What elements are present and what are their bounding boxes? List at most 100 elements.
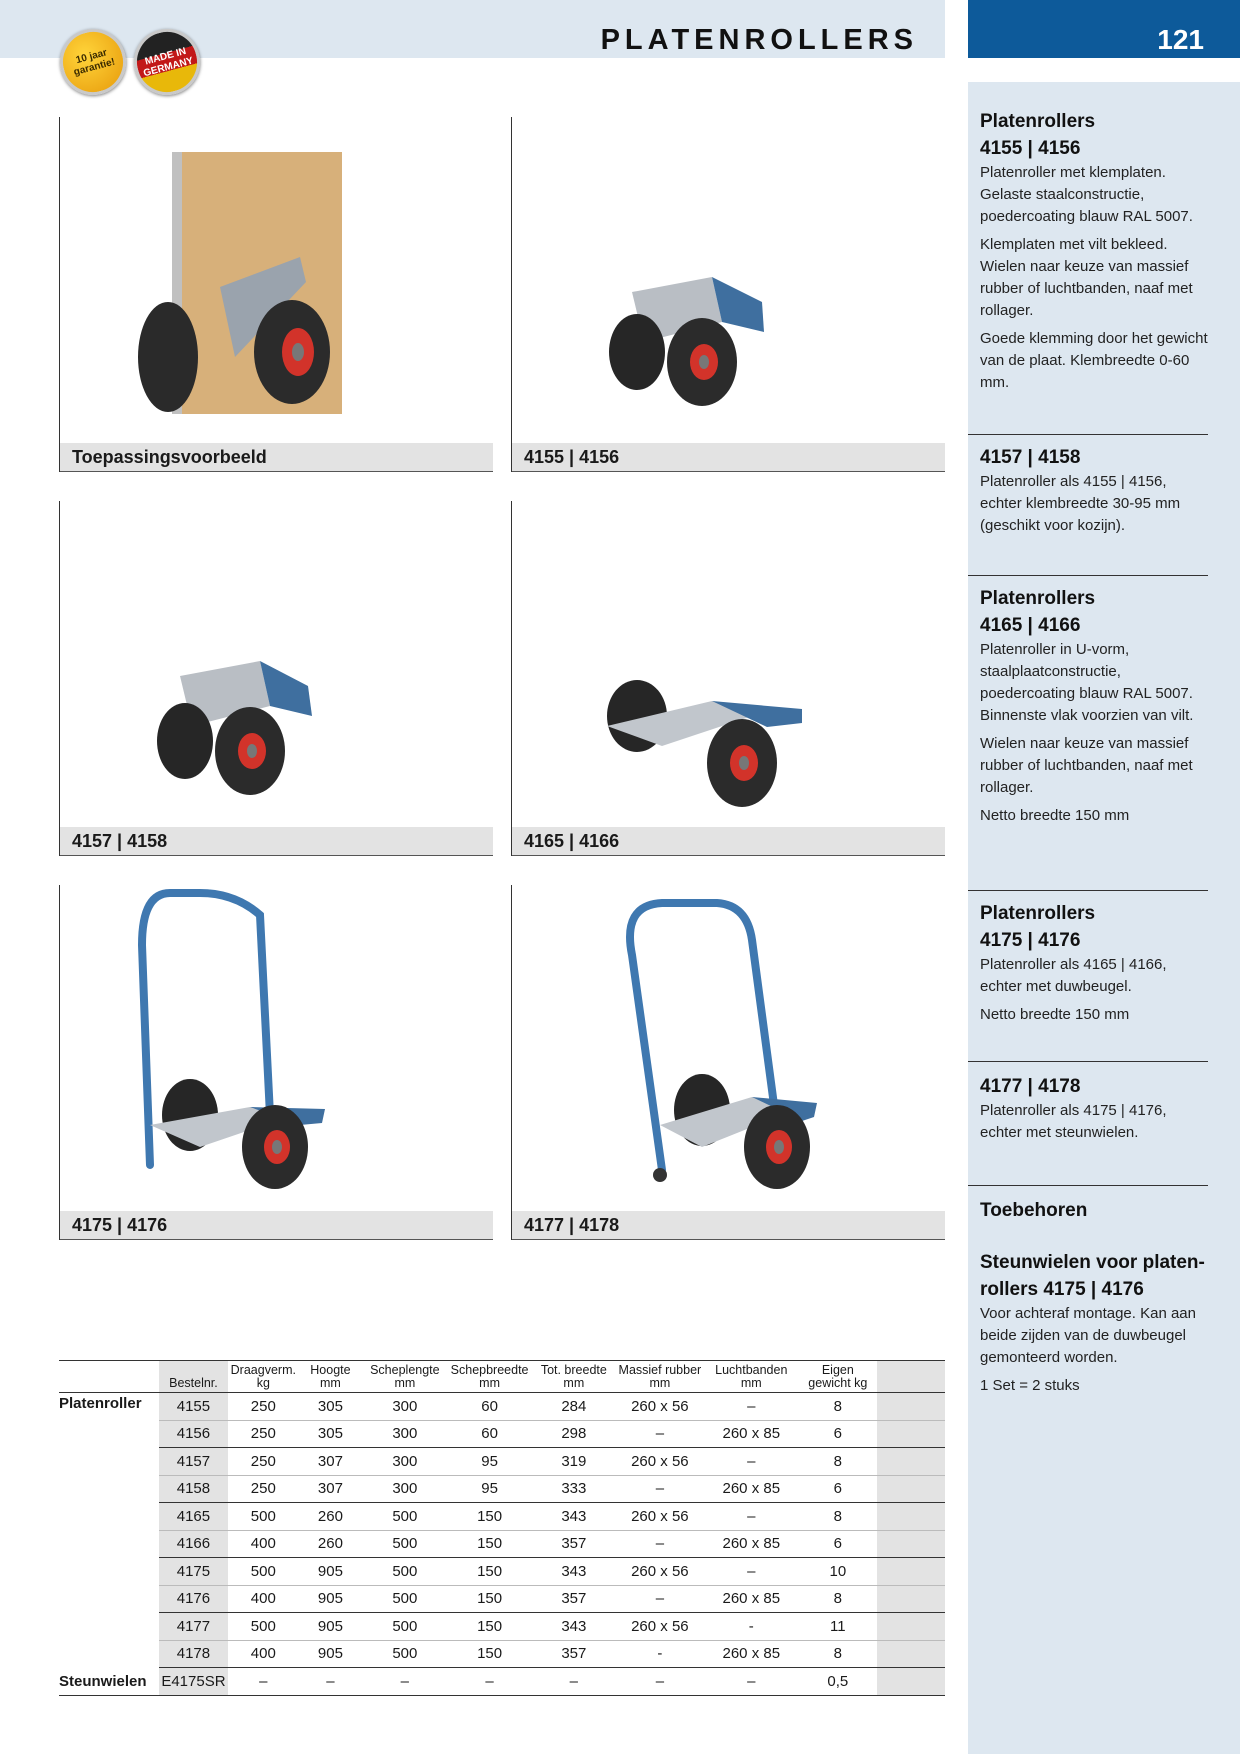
product-panel-4165-4166: 4165 | 4166 [511,501,945,856]
table-cell: 260 x 56 [615,1392,705,1421]
table-cell: 95 [447,1475,533,1503]
table-cell: 150 [447,1612,533,1641]
order-number-cell: 4156 [158,1420,229,1448]
block-text: Wielen naar keuze van massief rubber of … [980,735,1193,796]
table-cell: 905 [298,1557,363,1586]
table-cell: 500 [228,1612,299,1641]
table-cell: 60 [447,1392,533,1421]
product-panel-4155-4156: 4155 | 4156 [511,117,945,472]
order-number-cell: 4157 [158,1447,229,1476]
table-cell: 305 [298,1392,363,1421]
table-cell: – [704,1667,799,1696]
column-header: Draagverm.kg [228,1360,299,1393]
table-cell: 150 [447,1585,533,1613]
table-cell: 400 [228,1530,299,1558]
table-cell: - [704,1612,799,1641]
product-panel-4157-4158: 4157 | 4158 [59,501,493,856]
table-cell: 343 [532,1502,616,1531]
table-cell: 250 [228,1475,299,1503]
table-cell: 260 x 56 [615,1612,705,1641]
table-cell: 6 [798,1530,878,1558]
table-cell: 500 [362,1502,448,1531]
table-cell: 343 [532,1612,616,1641]
table-cell: 284 [532,1392,616,1421]
plate-roller-4175-image [137,889,325,1189]
order-number-cell: 4177 [158,1612,229,1641]
table-cell: 298 [532,1420,616,1448]
table-cell: 150 [447,1502,533,1531]
sidebar-block-accessories: Toebehoren Steunwielen voor platen- roll… [980,1197,1210,1403]
plate-roller-4155-image [609,277,764,406]
table-cell: 300 [362,1475,448,1503]
block-text: Goede klemming door het gewicht van de p… [980,330,1208,391]
row-group-label: Platenroller [59,1395,142,1412]
block-text: Platenroller als 4165 | 4166, echter met… [980,956,1167,995]
divider [968,1061,1208,1062]
block-text: Netto breedte 150 mm [980,807,1130,824]
table-cell: 8 [798,1585,878,1613]
sidebar-block-4165: Platenrollers 4165 | 4166 Platenroller i… [980,585,1210,833]
order-number-cell: 4155 [158,1392,229,1421]
table-cell: – [704,1557,799,1586]
table-cell: 357 [532,1530,616,1558]
block-subtitle: 4155 | 4156 [980,138,1081,159]
table-cell: 260 x 85 [704,1530,799,1558]
block-title: Platenrollers [980,588,1096,609]
order-number-cell: E4175SR [158,1667,229,1696]
block-subtitle: 4177 | 4178 [980,1076,1081,1097]
table-cell: 8 [798,1392,878,1421]
table-cell: 300 [362,1392,448,1421]
block-text: Netto breedte 150 mm [980,1006,1130,1023]
table-cell: 260 [298,1502,363,1531]
table-cell: 260 x 56 [615,1557,705,1586]
table-cell: – [615,1475,705,1503]
table-cell: – [704,1502,799,1531]
table-cell: 6 [798,1475,878,1503]
table-cell: 260 x 85 [704,1585,799,1613]
order-number-cell: 4165 [158,1502,229,1531]
sidebar-block-4155: Platenrollers 4155 | 4156 Platenroller m… [980,108,1210,400]
table-cell: 400 [228,1585,299,1613]
table-cell: – [615,1420,705,1448]
panel-caption: 4157 | 4158 [60,827,493,856]
table-cell: 357 [532,1640,616,1668]
sidebar-block-4177: 4177 | 4178 Platenroller als 4175 | 4176… [980,1073,1210,1150]
table-cell: 905 [298,1612,363,1641]
order-number-cell: 4158 [158,1475,229,1503]
table-cell: 10 [798,1557,878,1586]
order-number-cell: 4175 [158,1557,229,1586]
divider [968,1185,1208,1186]
table-cell: 8 [798,1640,878,1668]
panel-caption: 4177 | 4178 [512,1211,945,1240]
table-cell: 11 [798,1612,878,1641]
table-cell: 500 [362,1585,448,1613]
panel-caption: 4165 | 4166 [512,827,945,856]
block-title: Platenrollers [980,903,1096,924]
table-cell: 333 [532,1475,616,1503]
block-title: Toebehoren [980,1200,1088,1221]
table-cell: 250 [228,1392,299,1421]
table-cell: 260 x 56 [615,1502,705,1531]
table-cell: 357 [532,1585,616,1613]
plate-roller-with-board-image [138,152,342,414]
sidebar-block-4157: 4157 | 4158 Platenroller als 4155 | 4156… [980,444,1210,543]
row-group-label: Steunwielen [59,1667,159,1696]
block-text: Platenroller als 4155 | 4156, echter kle… [980,473,1181,534]
block-subtitle: rollers 4175 | 4176 [980,1279,1144,1300]
product-panel-4175-4176: 4175 | 4176 [59,885,493,1240]
divider [968,575,1208,576]
table-cell: – [228,1667,299,1696]
table-cell: – [704,1447,799,1476]
product-panel-4177-4178: 4177 | 4178 [511,885,945,1240]
table-cell: 8 [798,1502,878,1531]
block-subtitle: 4175 | 4176 [980,930,1081,951]
table-cell: 150 [447,1557,533,1586]
